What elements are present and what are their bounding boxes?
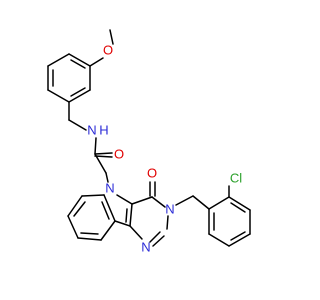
bond [208,196,230,210]
chlorine-label: Cl [230,171,242,186]
bond [81,194,105,197]
bond [67,215,79,239]
methoxy-oxygen-label: O [103,43,113,58]
bond [94,153,107,174]
indole-nitrogen-label: N [105,181,114,196]
aromatic-inner-bond [80,232,99,235]
aromatic-inner-bond [101,201,110,220]
bond [228,233,251,247]
amide-oxygen-label: O [114,147,124,162]
bond [68,89,91,103]
pyrimidine-n3-label: N [165,202,174,217]
bond [68,119,87,131]
bond [47,53,70,67]
aromatic-inner-bond [70,59,86,69]
bond [129,203,133,227]
bond [228,196,251,211]
bond [208,233,230,247]
bond [47,89,70,103]
bond [131,196,153,205]
indole-benzene-ring [67,194,116,241]
aromatic-inner-bond [73,201,86,217]
bond [166,215,169,230]
bond [105,172,109,183]
aromatic-inner-bond [230,202,246,213]
bond [89,57,104,67]
bond [152,235,165,247]
bond [192,195,210,210]
pyrimidine-n1-label: N [141,240,150,255]
aromatic-inner-bond [230,231,246,241]
bond [125,208,128,223]
bond [151,196,166,208]
bond [100,220,116,241]
bond [103,194,116,222]
bond [67,195,83,217]
bond [116,194,133,205]
bond [68,53,91,67]
bond [94,155,113,158]
aromatic-inner-bond [70,87,86,97]
ring-oxygen-label: O [147,166,157,181]
bond [94,137,97,155]
molecule-structure: O N H O N O N N [47,29,251,255]
amide-hydrogen-label: H [99,123,108,138]
chlorophenyl-ring [208,196,251,247]
amide-nitrogen-label: N [87,123,96,138]
bond [149,231,161,243]
bond [94,152,113,155]
bond [109,29,114,45]
bond [129,225,143,240]
bond [175,195,194,206]
methoxyphenyl-ring [47,53,91,103]
bond [77,237,102,241]
bond [114,220,131,227]
